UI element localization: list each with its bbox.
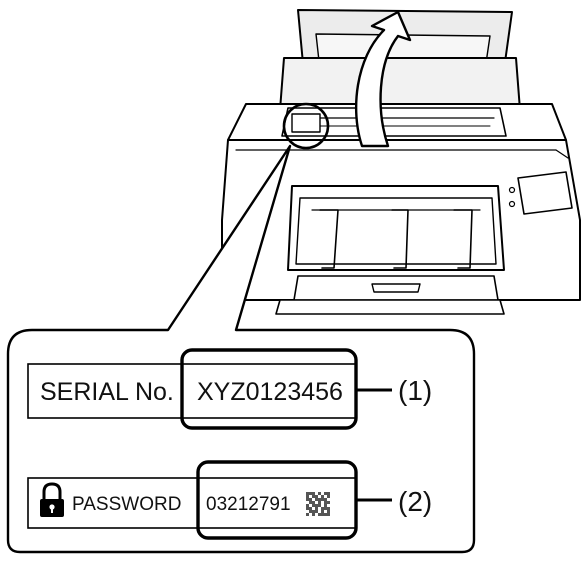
- printer-body: [221, 103, 581, 315]
- open-cover-arrow: [354, 10, 412, 148]
- callout-1: (1): [356, 375, 432, 406]
- qr-code-module: [312, 510, 315, 513]
- qr-code-module: [315, 495, 318, 498]
- password-label-title: PASSWORD: [72, 494, 181, 515]
- qr-code-module: [312, 495, 315, 498]
- qr-code-module: [321, 495, 324, 498]
- qr-code-module: [327, 513, 330, 516]
- qr-code-module: [321, 498, 324, 501]
- qr-code-module: [306, 507, 309, 510]
- qr-code-module: [306, 492, 309, 495]
- qr-code-module: [324, 507, 327, 510]
- printer-illustration: [221, 9, 581, 315]
- qr-code-module: [318, 504, 321, 507]
- qr-code-module: [309, 501, 312, 504]
- qr-code-module: [312, 513, 315, 516]
- password-value: 03212791: [206, 494, 291, 515]
- qr-code-module: [327, 501, 330, 504]
- qr-code-module: [306, 498, 309, 501]
- qr-code-module: [306, 495, 309, 498]
- qr-code-module: [327, 507, 330, 510]
- qr-code-module: [324, 513, 327, 516]
- qr-code-module: [315, 504, 318, 507]
- qr-code-module: [318, 501, 321, 504]
- serial-number-label: SERIAL No. XYZ0123456: [27, 348, 358, 430]
- qr-code-module: [315, 507, 318, 510]
- qr-code-module: [312, 504, 315, 507]
- qr-code-module: [321, 513, 324, 516]
- qr-code-module: [312, 492, 315, 495]
- qr-code-module: [318, 492, 321, 495]
- password-label: PASSWORD 03212791: [27, 460, 358, 540]
- qr-code-module: [309, 510, 312, 513]
- qr-code-module: [324, 501, 327, 504]
- rear-plate: [279, 57, 521, 111]
- callout-1-number: (1): [398, 375, 432, 406]
- qr-code-module: [318, 498, 321, 501]
- qr-code-module: [318, 513, 321, 516]
- qr-code-module: [327, 495, 330, 498]
- qr-code-icon: [306, 492, 330, 516]
- serial-number-value: XYZ0123456: [197, 378, 343, 406]
- serial-label-box: [27, 363, 357, 419]
- qr-code-module: [309, 492, 312, 495]
- qr-code-module: [315, 498, 318, 501]
- qr-code-module: [312, 501, 315, 504]
- padlock-icon: [40, 482, 64, 517]
- qr-code-module: [321, 510, 324, 513]
- qr-code-module: [324, 498, 327, 501]
- serial-label-title: SERIAL No.: [40, 378, 174, 406]
- qr-code-module: [309, 498, 312, 501]
- callout-2: (2): [356, 486, 432, 517]
- callout-2-number: (2): [398, 486, 432, 517]
- qr-code-module: [324, 492, 327, 495]
- label-location-circle: [282, 102, 330, 150]
- qr-code-module: [309, 507, 312, 510]
- qr-code-module: [315, 510, 318, 513]
- qr-code-module: [327, 510, 330, 513]
- qr-code-module: [306, 513, 309, 516]
- qr-code-module: [327, 492, 330, 495]
- qr-code-module: [324, 504, 327, 507]
- qr-code-module: [321, 507, 324, 510]
- qr-code-module: [306, 504, 309, 507]
